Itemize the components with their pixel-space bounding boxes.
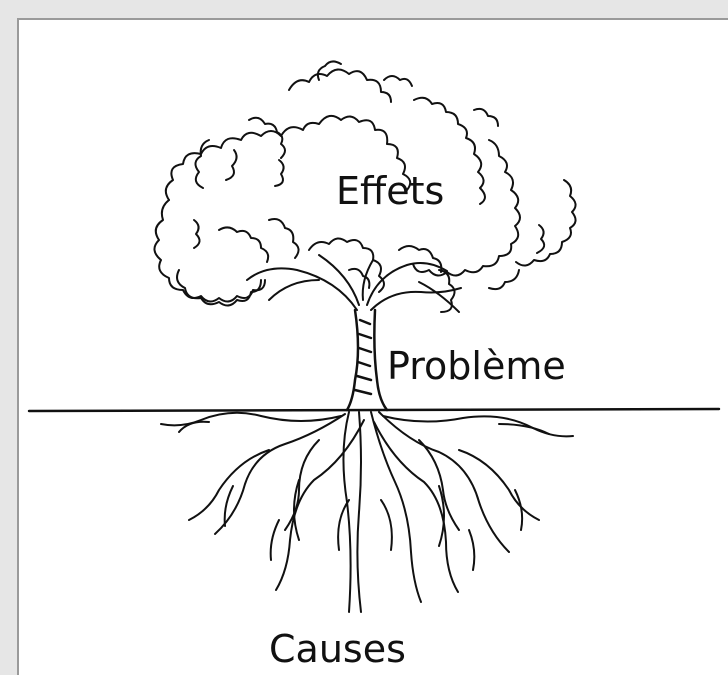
problem-label: Problème: [387, 347, 566, 385]
causes-label: Causes: [269, 630, 406, 668]
tree-roots: [161, 412, 573, 612]
problem-tree-diagram: Effets Problème Causes: [17, 18, 728, 675]
tree-illustration: [19, 20, 728, 675]
tree-branches: [247, 255, 461, 312]
effects-label: Effets: [336, 172, 444, 210]
ground-line: [29, 409, 719, 411]
tree-trunk: [347, 310, 387, 410]
